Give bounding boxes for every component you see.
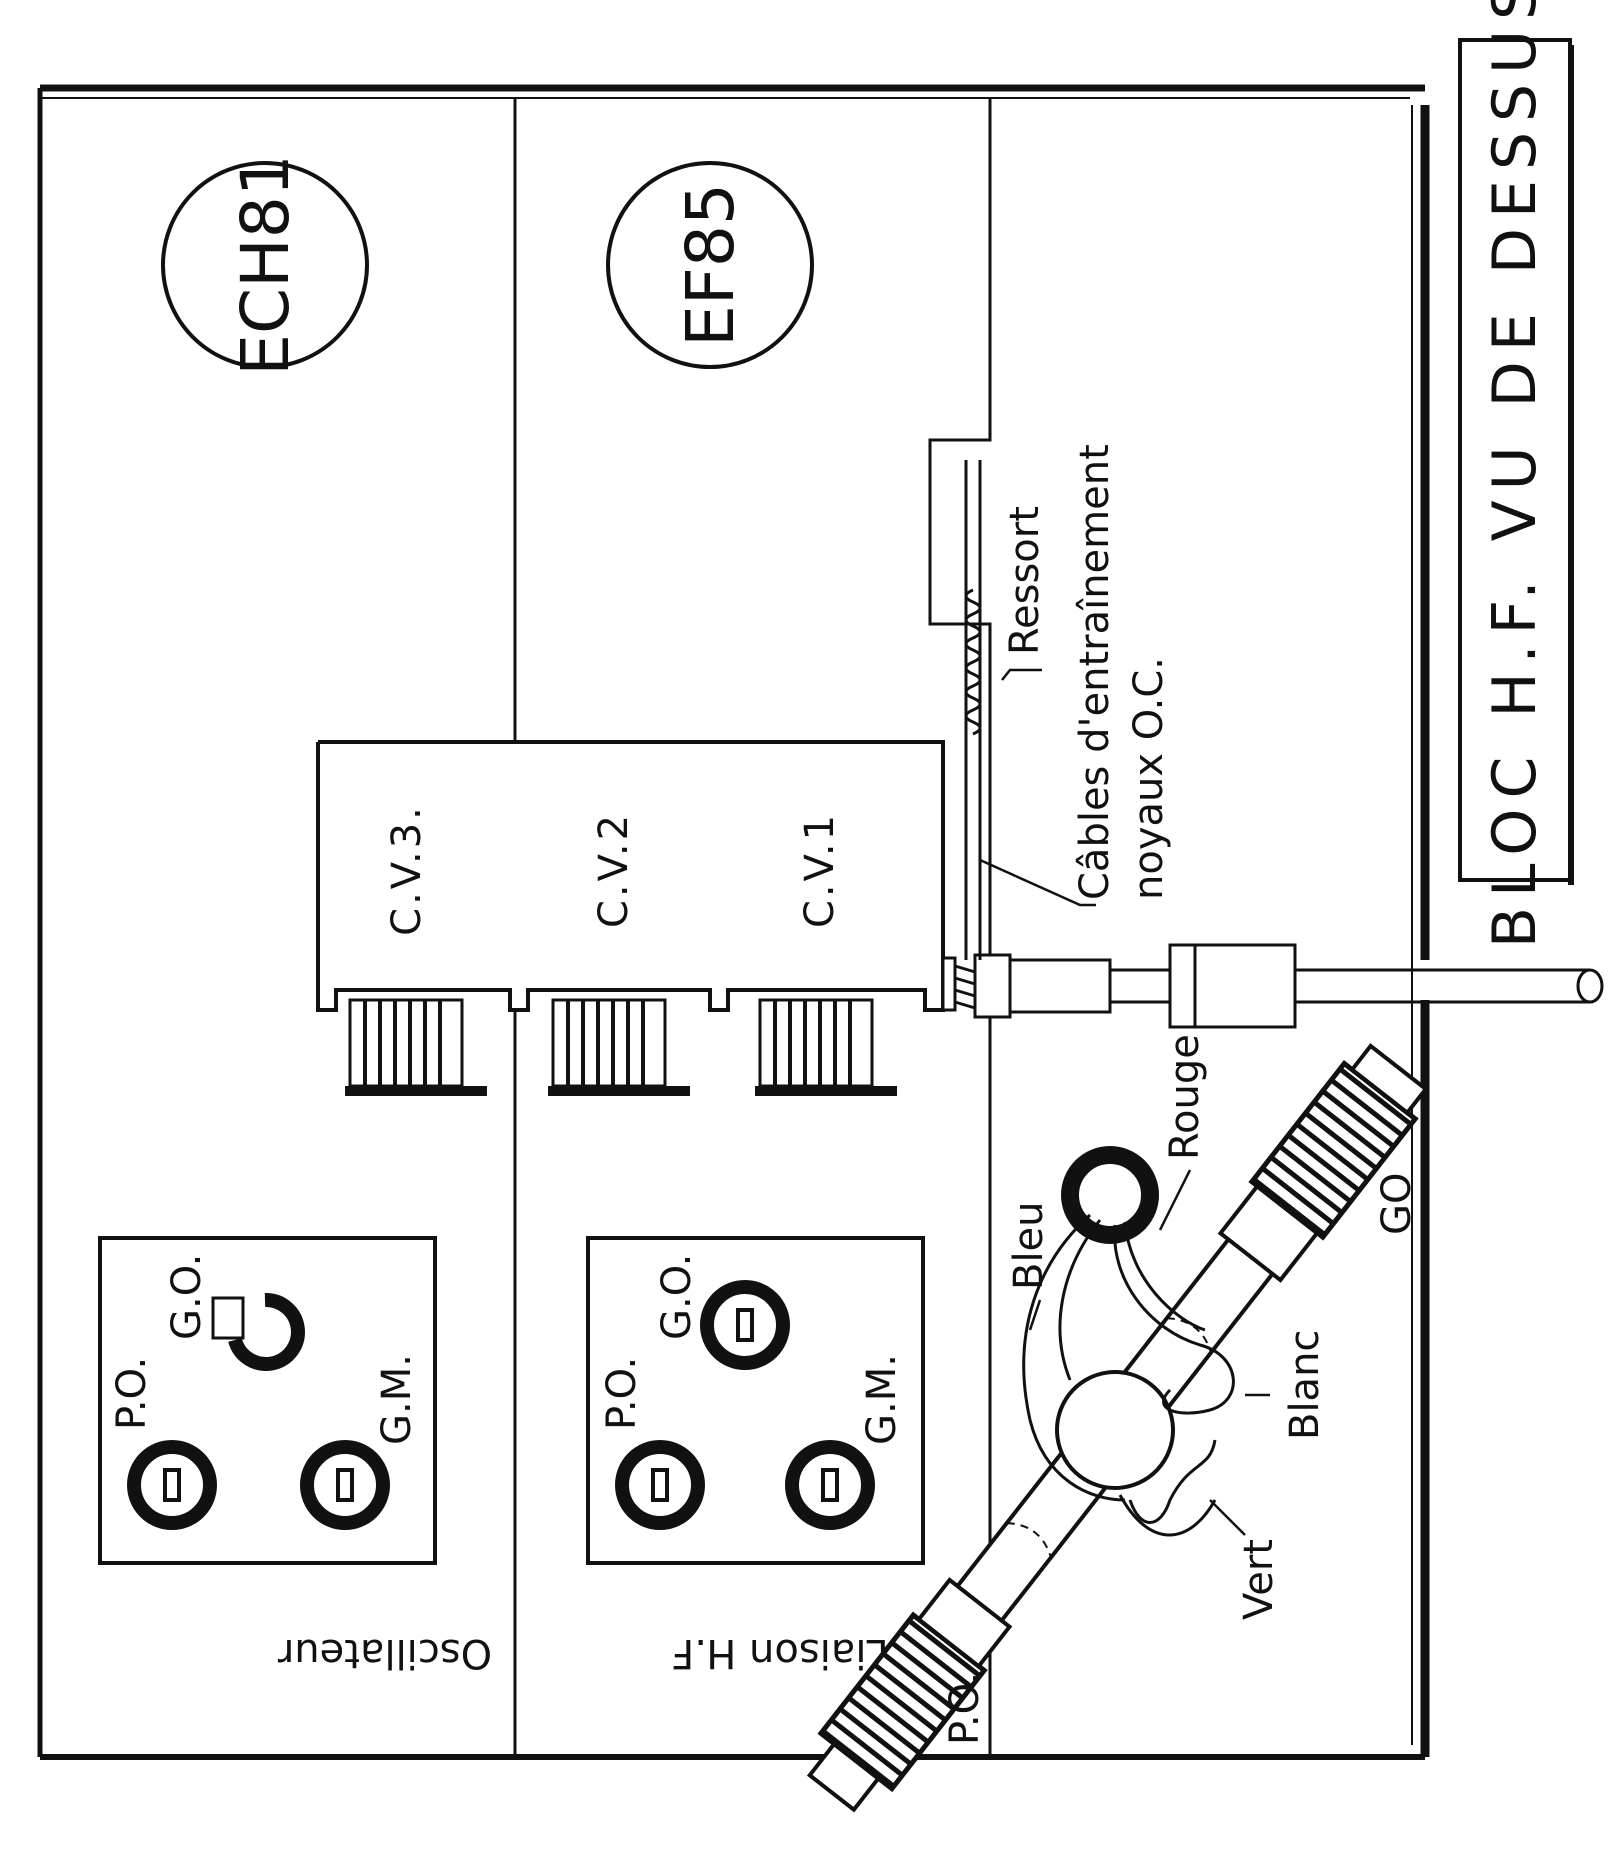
wire-vert-label: Vert [1236, 1539, 1282, 1620]
cv1-plates [755, 998, 897, 1096]
liaison-gm-label: G.M. [859, 1354, 905, 1445]
oscillateur-board: P.O. G.O. G.M. Oscillateur [98, 1236, 492, 1676]
tube-ef85: EF85 [606, 161, 814, 369]
drive-shaft [941, 943, 1604, 1029]
leader-lines [979, 668, 1096, 907]
osc-gm-label: G.M. [374, 1354, 420, 1445]
drive-cables [964, 460, 982, 960]
oscillateur-label: Oscillateur [277, 1630, 492, 1676]
liaison-board: P.O. G.O. G.M. Liaison H.F [586, 1236, 925, 1676]
tube-ef85-label: EF85 [672, 183, 749, 347]
chassis [37, 84, 1430, 1760]
cv2-plates [548, 998, 690, 1096]
osc-trimmer-po [127, 1440, 217, 1530]
wire-blanc-label: Blanc [1282, 1330, 1328, 1440]
cv1-label: C.V.1 [797, 812, 843, 928]
osc-trimmer-go [211, 1292, 305, 1371]
osc-trimmer-gm [300, 1440, 390, 1530]
cv2-label: C.V.2 [591, 812, 637, 928]
tube-ech81-label: ECH81 [227, 154, 304, 375]
liaison-trimmer-go [700, 1280, 790, 1370]
liaison-label: Liaison H.F [671, 1630, 889, 1676]
page-title: BLOC H.F. VU DE DESSUS [1480, 0, 1550, 948]
wire-bundle [1022, 1213, 1235, 1537]
title-box: BLOC H.F. VU DE DESSUS [1458, 0, 1574, 948]
wire-rouge-label: Rouge [1162, 1034, 1208, 1160]
liaison-trimmer-po [615, 1440, 705, 1530]
cables-label-line1: Câbles d'entraînement [1072, 444, 1118, 900]
liaison-po-label: P.O. [599, 1357, 645, 1430]
ressort-label: Ressort [1002, 506, 1048, 655]
spring [964, 588, 982, 736]
cables-label-line2: noyaux O.C. [1126, 657, 1172, 900]
osc-po-label: P.O. [109, 1357, 155, 1430]
cv3-label: C.V.3. [384, 804, 430, 936]
variable-capacitor: C.V.3. C.V.2 C.V.1 [316, 740, 945, 1096]
cv3-plates [345, 998, 487, 1096]
liaison-go-label: G.O. [654, 1254, 700, 1340]
ferrite-antenna [806, 1043, 1429, 1813]
liaison-trimmer-gm [785, 1440, 875, 1530]
po-antenna-label: P.O. [942, 1672, 988, 1745]
osc-go-label: G.O. [164, 1254, 210, 1340]
wire-bleu-label: Bleu [1006, 1201, 1052, 1290]
go-antenna-label: GO [1374, 1173, 1420, 1235]
tube-ech81: ECH81 [161, 154, 369, 376]
wire-leaders [1028, 1169, 1270, 1536]
